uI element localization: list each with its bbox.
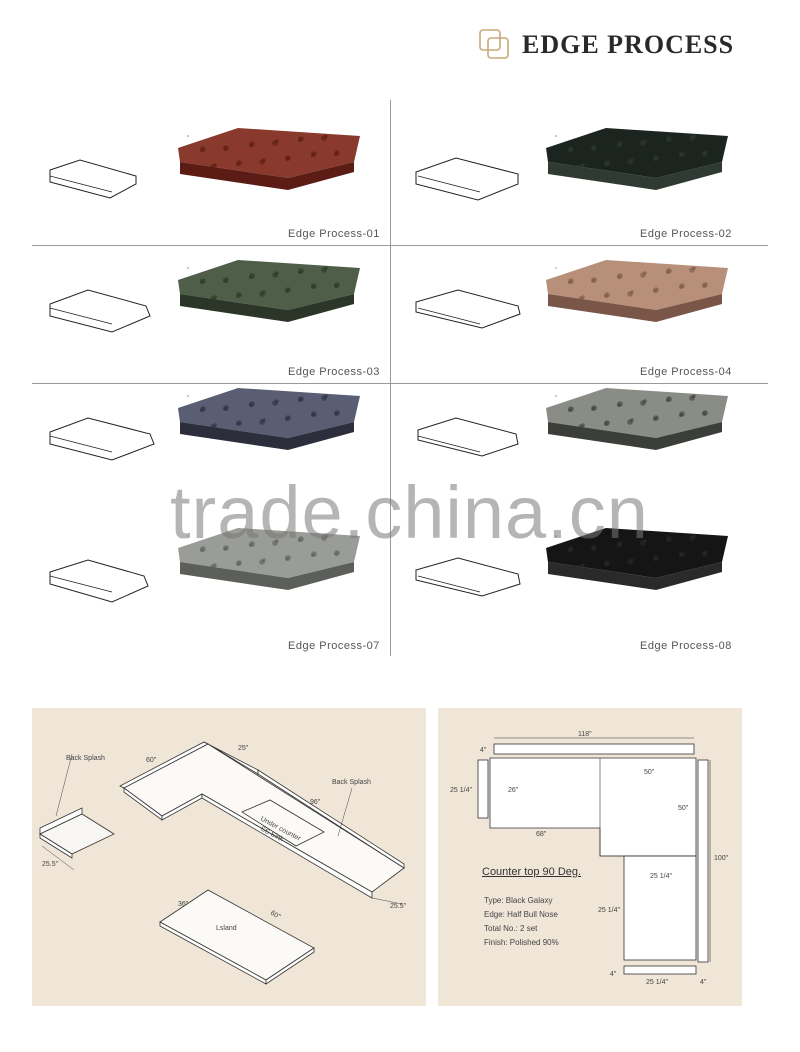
dimension-4-top: 4" [480, 747, 487, 754]
spec-list: Type: Black Galaxy Edge: Half Bull Nose … [484, 894, 559, 950]
overlapping-squares-icon [479, 29, 509, 59]
edge-profile-drawing [49, 159, 137, 199]
edge-caption: Edge Process-02 [640, 228, 732, 240]
dimension-4-bottom: 4" [610, 971, 617, 978]
dimension-25-1-4-mid: 25 1/4" [650, 873, 672, 880]
stone-slab-sample [178, 528, 360, 590]
edge-profile-drawing [49, 559, 149, 603]
dimension-25-5-left: 25.5" [42, 861, 59, 868]
stone-slab-sample [546, 128, 728, 190]
kitchen-layout-drawing: Back Splash Back Splash 60" 25" 96" Unde… [39, 741, 407, 985]
spec-type: Type: Black Galaxy [484, 896, 553, 905]
dimension-36: 36" [178, 901, 189, 908]
grid-divider-row-1 [32, 245, 768, 246]
edge-profile-drawing [49, 417, 155, 461]
stone-slab-sample [178, 128, 360, 190]
back-splash-left-label: Back Splash [66, 755, 105, 762]
grid-divider-vertical [390, 100, 391, 656]
dimension-118: 118" [578, 731, 592, 738]
header: EDGE PROCESS [478, 26, 778, 66]
edge-profile-drawing [415, 289, 521, 329]
watermark-text: trade.china.cn [170, 471, 649, 554]
counter-top-drawing: 118" 4" 25 1/4" 26" 50" 50" 68" 100" 25 … [450, 731, 729, 986]
edge-caption: Edge Process-04 [640, 366, 732, 378]
island-label: Lsland [216, 925, 237, 932]
back-splash-right-label: Back Splash [332, 779, 371, 786]
page-title: EDGE PROCESS [522, 30, 735, 59]
edge-profile-drawing [415, 557, 521, 597]
dimension-50-horizontal: 50" [644, 769, 655, 776]
dimension-25-1-4-side: 25 1/4" [598, 907, 620, 914]
dimension-50-vertical: 50" [678, 805, 689, 812]
stone-slab-sample [546, 388, 728, 450]
edge-caption: Edge Process-01 [288, 228, 380, 240]
spec-finish: Finish: Polished 90% [484, 938, 559, 947]
stone-slab-sample [178, 260, 360, 322]
counter-top-panel: 118" 4" 25 1/4" 26" 50" 50" 68" 100" 25 … [438, 708, 742, 1006]
dimension-96: 96" [310, 799, 321, 806]
counter-top-title: Counter top 90 Deg. [482, 866, 582, 878]
edge-caption: Edge Process-07 [288, 640, 380, 652]
grid-divider-row-2 [32, 383, 768, 384]
dimension-25-1-4-bottom: 25 1/4" [646, 979, 668, 986]
edge-profile-drawing [415, 157, 519, 201]
stone-slab-sample [546, 528, 728, 590]
dimension-26: 26" [508, 787, 519, 794]
dimension-60-top: 60" [146, 757, 157, 764]
stone-slab-sample [178, 388, 360, 450]
dimension-60-island: 60" [269, 910, 282, 921]
stone-slab-sample [546, 260, 728, 322]
dimension-4-right: 4" [700, 979, 707, 986]
dimension-25-1-4-left: 25 1/4" [450, 787, 472, 794]
kitchen-layout-panel: Back Splash Back Splash 60" 25" 96" Unde… [32, 708, 426, 1006]
edge-profile-drawing [417, 417, 519, 457]
dimension-25: 25" [238, 745, 249, 752]
dimension-68: 68" [536, 831, 547, 838]
dimension-100: 100" [714, 855, 729, 862]
spec-total: Total No.: 2 set [484, 924, 538, 933]
edge-caption: Edge Process-03 [288, 366, 380, 378]
edge-profile-drawing [49, 289, 151, 333]
dimension-25-5-right: 25.5" [390, 903, 407, 910]
edge-caption: Edge Process-08 [640, 640, 732, 652]
spec-edge: Edge: Half Bull Nose [484, 910, 558, 919]
